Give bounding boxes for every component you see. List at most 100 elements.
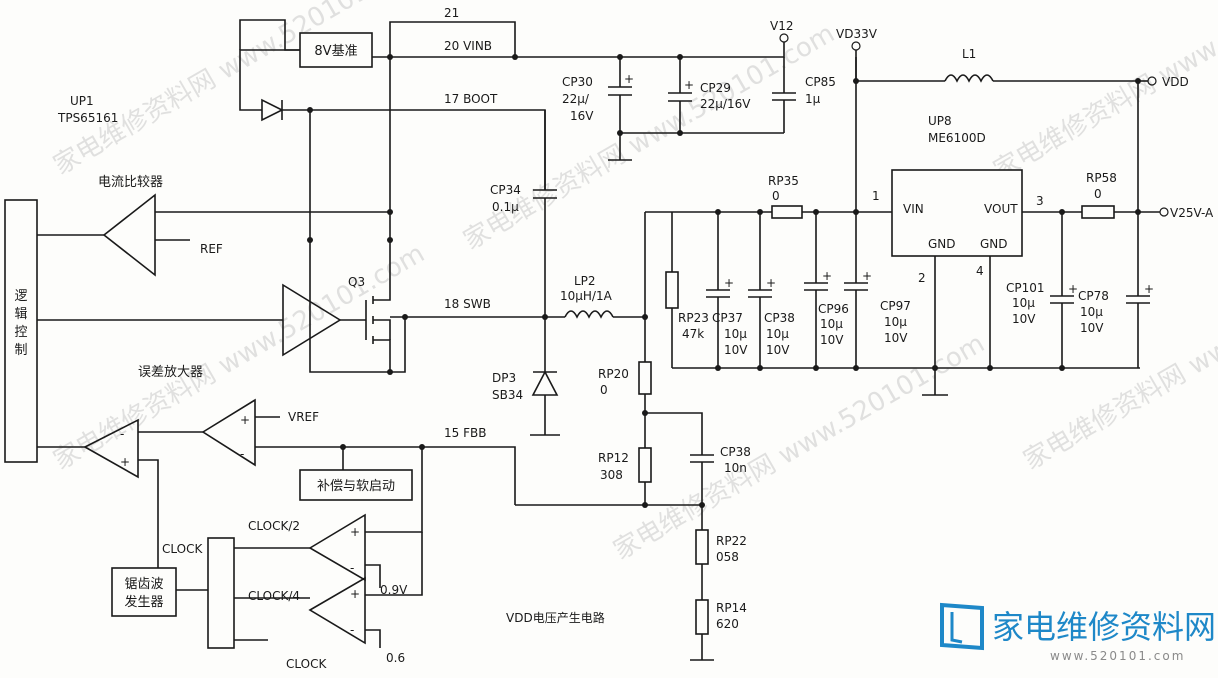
- rp22-resistor: [695, 529, 709, 565]
- rp22-value: 058: [716, 550, 739, 564]
- rp58-value: 0: [1094, 187, 1102, 201]
- ldo-pin2: 2: [918, 271, 926, 285]
- rp12-name: RP12: [598, 451, 629, 465]
- cp37-plus: +: [724, 276, 734, 290]
- vinb-wire: [372, 42, 785, 58]
- cp78-voltage: 10V: [1080, 321, 1104, 335]
- cp78-symbol: [1126, 212, 1150, 368]
- clock-quarter-label: CLOCK/4: [248, 589, 300, 603]
- wire: [138, 459, 159, 568]
- cp38a-symbol: [748, 212, 772, 368]
- ldo-pin1: 1: [872, 189, 880, 203]
- rp12-value: 308: [600, 468, 623, 482]
- cp38b-name: CP38: [720, 445, 751, 459]
- clock2-label: CLOCK: [286, 657, 327, 671]
- comparator-1: [308, 513, 366, 582]
- gate-driver: [282, 283, 342, 357]
- pin20-label: 20 VINB: [444, 39, 492, 53]
- cp38b-symbol: [645, 412, 714, 505]
- logo-text: 家电维修资料网: [992, 608, 1216, 646]
- lp2-value: 10μH/1A: [560, 289, 613, 303]
- cp96-plus: +: [822, 269, 832, 283]
- q3-mosfet: [365, 57, 391, 372]
- l1-name: L1: [962, 47, 976, 61]
- book-logo-icon-inner: [950, 612, 963, 644]
- wire: [389, 21, 516, 57]
- v06-label: 0.6: [386, 651, 405, 665]
- cp97-symbol: [844, 57, 868, 368]
- wire: [239, 49, 300, 111]
- clock-label: CLOCK: [162, 542, 203, 556]
- cp97-voltage: 10V: [884, 331, 908, 345]
- error-amplifier: [201, 398, 256, 467]
- cp96-name: CP96: [818, 302, 849, 316]
- wire: [309, 110, 406, 373]
- ldo-vout: VOUT: [984, 202, 1018, 216]
- cmp1-plus: +: [350, 525, 360, 539]
- error-amp-label: 误差放大器: [138, 365, 203, 380]
- cp101-name: CP101: [1006, 281, 1045, 295]
- cp101-symbol: [1050, 212, 1074, 368]
- rp35-value: 0: [772, 189, 780, 203]
- sawtooth-label-2: 发生器: [124, 594, 163, 610]
- cp38b-value: 10n: [724, 461, 747, 475]
- cmp2-plus: +: [350, 587, 360, 601]
- pin21-label: 21: [444, 6, 459, 20]
- pwm-plus: +: [120, 455, 130, 469]
- rp23-value: 47k: [682, 327, 704, 341]
- lp2-inductor: [564, 310, 614, 319]
- v09-label: 0.9V: [380, 583, 408, 597]
- erramp-plus: +: [240, 413, 250, 427]
- cp30-value: 22μ/: [562, 92, 590, 106]
- controller-section: 逻辑控制 REF 电流比较器 Q3 18 SWB: [4, 57, 545, 463]
- ldo-ic: [891, 169, 1023, 257]
- cmp2-minus: -: [350, 623, 354, 637]
- l1-inductor: [944, 74, 994, 83]
- pwm-minus: -: [120, 427, 124, 441]
- clock-half-label: CLOCK/2: [248, 519, 300, 533]
- rp20-name: RP20: [598, 367, 629, 381]
- ldo-gnd2: GND: [980, 237, 1008, 251]
- cp78-plus: +: [1144, 282, 1154, 296]
- vd33v-terminal: [851, 41, 861, 51]
- cmp1-minus: -: [350, 561, 354, 575]
- input-section: 8V基准 21 20 VINB V12 17 BOOT + + CP30 22μ…: [57, 6, 836, 190]
- cp30-voltage: 16V: [570, 109, 594, 123]
- feedback-section: RP20 0 CP38 10n RP12 308 RP22 058 RP14 6…: [255, 361, 751, 661]
- ldo-vin: VIN: [903, 202, 924, 216]
- watermark-text: 家电维修资料网 www.520101.com: [609, 329, 990, 566]
- vref-label: VREF: [288, 410, 319, 424]
- ldo-part: ME6100D: [928, 131, 986, 145]
- cp101-voltage: 10V: [1012, 312, 1036, 326]
- erramp-minus: -: [240, 447, 244, 461]
- cp85-value: 1μ: [805, 92, 821, 106]
- current-comparator: [102, 193, 156, 277]
- comparator-2: [308, 576, 366, 645]
- ic-part: TPS65161: [57, 111, 118, 125]
- cp29-symbol: [668, 57, 692, 133]
- vdd-label: VDD: [1162, 75, 1189, 89]
- cp101-plus: +: [1068, 282, 1078, 296]
- watermark-text: 家电维修资料网 www.520101.com: [49, 0, 430, 181]
- cp37-value: 10μ: [724, 327, 747, 341]
- current-comparator-label: 电流比较器: [98, 175, 163, 190]
- error-amp-section: + - VREF - + 误差放大器 锯齿波 发生器 CLOCK CLOCK/2…: [37, 365, 423, 671]
- cp34-value: 0.1μ: [492, 200, 519, 214]
- wire: [690, 634, 714, 661]
- cp37-voltage: 10V: [724, 343, 748, 357]
- pin17-label: 17 BOOT: [444, 92, 498, 106]
- rp22-name: RP22: [716, 534, 747, 548]
- rp20-value: 0: [600, 383, 608, 397]
- pin18-label: 18 SWB: [444, 297, 491, 311]
- cp78-value: 10μ: [1080, 305, 1103, 319]
- ref8v-label: 8V基准: [314, 44, 357, 59]
- rp14-value: 620: [716, 617, 739, 631]
- cp30-plus: +: [624, 72, 634, 86]
- cp29-plus: +: [684, 78, 694, 92]
- v25va-label: V25V-A: [1170, 206, 1214, 220]
- cp101-value: 10μ: [1012, 296, 1035, 310]
- rp12-resistor: [638, 447, 652, 483]
- cp30-symbol: [608, 57, 632, 160]
- cp29-value: 22μ/16V: [700, 97, 751, 111]
